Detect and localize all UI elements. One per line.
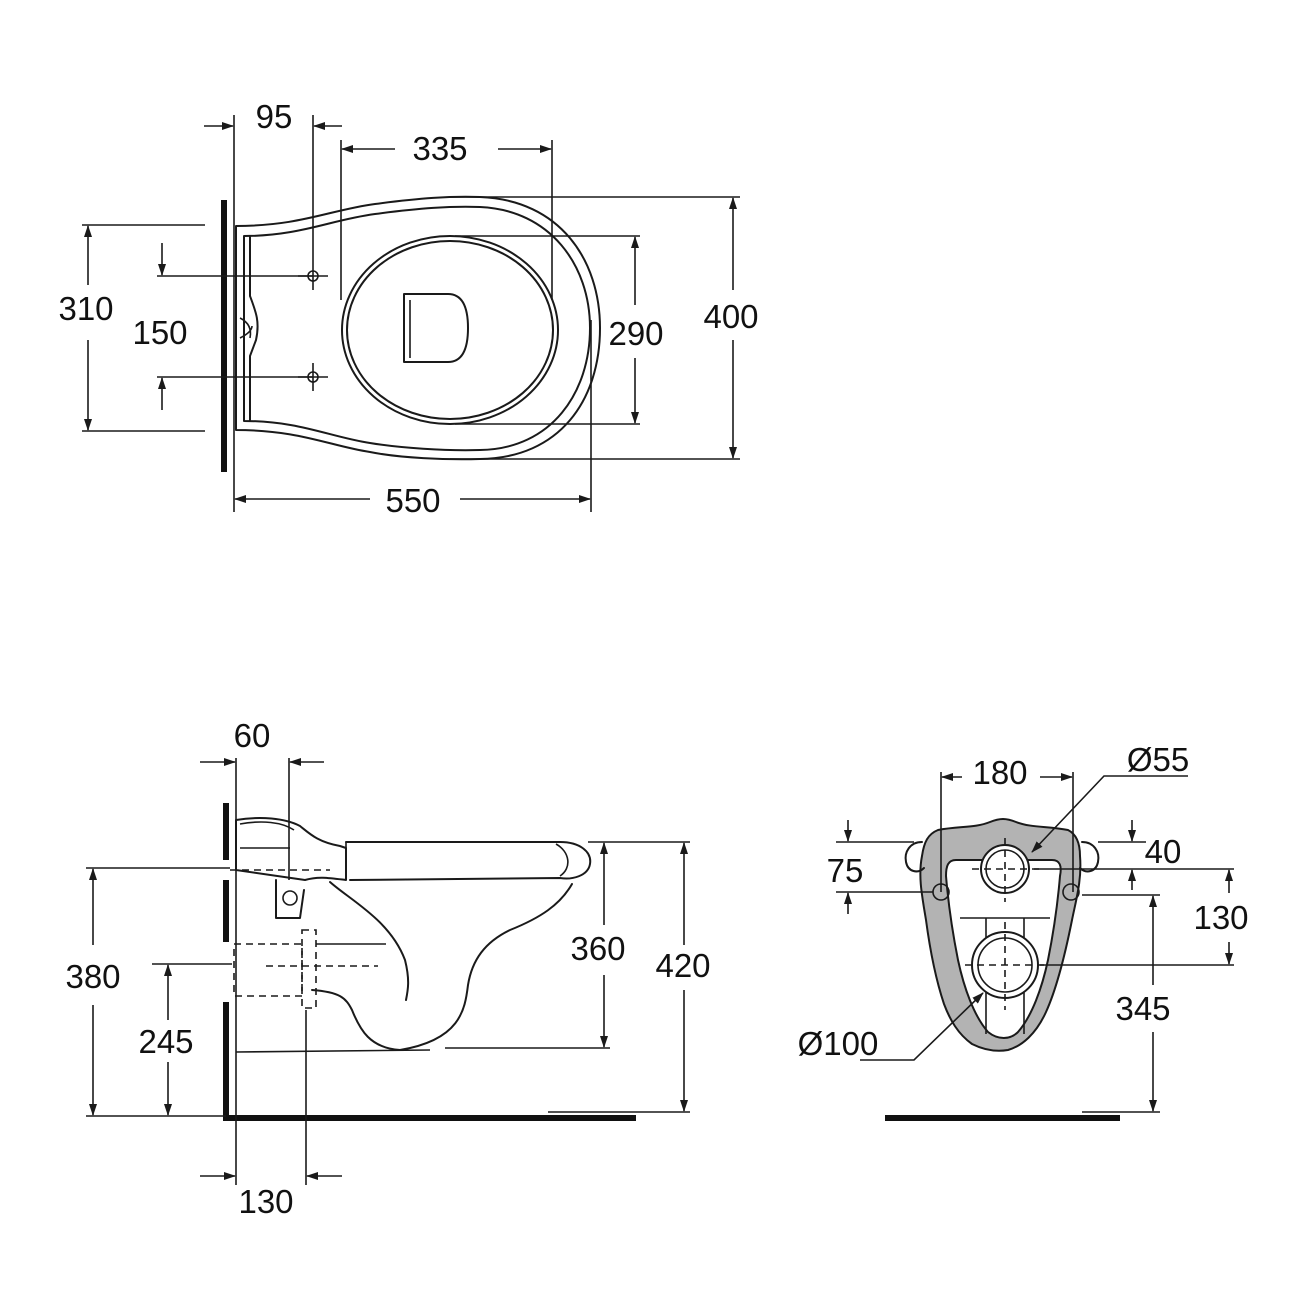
rear-fixing-hole-right bbox=[1062, 883, 1080, 901]
dim-335-label: 335 bbox=[412, 130, 467, 167]
dim-130r-label: 130 bbox=[1193, 899, 1248, 936]
dim-345-label: 345 bbox=[1115, 990, 1170, 1027]
dim-310-label: 310 bbox=[58, 290, 113, 327]
dim-290-label: 290 bbox=[608, 315, 663, 352]
side-waste-pipe bbox=[233, 943, 303, 997]
side-bowl-base bbox=[235, 1049, 431, 1053]
top-seat-inner bbox=[346, 240, 554, 420]
top-rim-inner bbox=[243, 205, 591, 452]
top-bowl-hole bbox=[403, 293, 469, 363]
side-bowl-body bbox=[329, 881, 410, 1001]
side-seat bbox=[345, 841, 592, 881]
rear-left-ear bbox=[904, 841, 925, 873]
dim-d100-leader bbox=[860, 992, 984, 1061]
top-inlet-mark bbox=[239, 317, 253, 339]
top-bowl-outline bbox=[235, 195, 601, 461]
dim-380-label: 380 bbox=[65, 958, 120, 995]
side-fixing-hole bbox=[282, 890, 298, 906]
dim-d55-label: Ø55 bbox=[1127, 741, 1189, 778]
dim-180-label: 180 bbox=[972, 754, 1027, 791]
dim-400-label: 400 bbox=[703, 298, 758, 335]
dim-d55-leader bbox=[1031, 775, 1188, 853]
rear-extension-lines bbox=[836, 772, 1234, 1113]
dim-360-label: 360 bbox=[570, 930, 625, 967]
side-hinge-inner bbox=[239, 821, 295, 849]
dim-150-label: 150 bbox=[132, 314, 187, 351]
dim-d100-label: Ø100 bbox=[798, 1025, 879, 1062]
top-extension-lines bbox=[82, 115, 740, 512]
rear-view: 180 Ø55 75 40 130 345 Ø100 bbox=[798, 741, 1249, 1121]
dim-40-label: 40 bbox=[1145, 833, 1182, 870]
top-view: 95 335 310 150 290 400 550 bbox=[58, 98, 758, 519]
side-fixing-bracket bbox=[275, 879, 305, 919]
dim-95-label: 95 bbox=[256, 98, 293, 135]
side-seat-edge bbox=[345, 842, 569, 880]
top-back-plate bbox=[249, 235, 259, 422]
dim-550-label: 550 bbox=[385, 482, 440, 519]
side-extension-lines bbox=[86, 758, 690, 1185]
rear-right-ear bbox=[1079, 841, 1100, 873]
dim-245-label: 245 bbox=[138, 1023, 193, 1060]
side-waste-flange bbox=[301, 929, 317, 1009]
top-seat-outer bbox=[341, 235, 559, 425]
side-view: 60 380 245 360 420 130 bbox=[65, 717, 710, 1220]
dim-60-label: 60 bbox=[234, 717, 271, 754]
dim-420-label: 420 bbox=[655, 947, 710, 984]
dim-130-label: 130 bbox=[238, 1183, 293, 1220]
dim-75-label: 75 bbox=[827, 852, 864, 889]
side-hinge bbox=[235, 817, 347, 881]
side-bowl-front bbox=[311, 883, 573, 1051]
